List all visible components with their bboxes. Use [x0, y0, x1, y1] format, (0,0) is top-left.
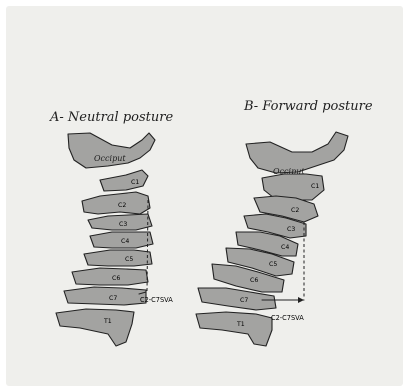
neutral-c3-label: C3: [119, 221, 127, 228]
forward-t1-label: T1: [236, 321, 245, 328]
neutral-c5: [84, 250, 152, 266]
forward-c5-label: C5: [269, 261, 277, 268]
paper-background: [6, 6, 403, 386]
neutral-occiput-label: Occiput: [94, 154, 126, 163]
neutral-c2-label: C2: [118, 202, 126, 209]
neutral-c1-label: C1: [131, 179, 139, 186]
forward-c1-label: C1: [311, 183, 319, 190]
neutral-c5-label: C5: [125, 256, 133, 263]
forward-sva-label: C2-C7SVA: [271, 314, 304, 322]
neutral-c7-label: C7: [109, 295, 117, 302]
forward-c2-label: C2: [291, 207, 299, 214]
forward-c4-label: C4: [281, 244, 289, 251]
neutral-c4-label: C4: [121, 238, 129, 245]
neutral-c6: [72, 268, 148, 285]
neutral-sva-label: C2-C7SVA: [140, 296, 173, 304]
neutral-c6-label: C6: [112, 275, 120, 282]
neutral-t1-label: T1: [103, 318, 112, 325]
forward-c3-label: C3: [287, 226, 295, 233]
panel-a-title: A- Neutral posture: [49, 110, 173, 125]
forward-c6-label: C6: [250, 277, 258, 284]
panel-b-title: B- Forward posture: [243, 99, 373, 114]
forward-c7-label: C7: [240, 297, 248, 304]
neutral-c7: [64, 287, 146, 305]
